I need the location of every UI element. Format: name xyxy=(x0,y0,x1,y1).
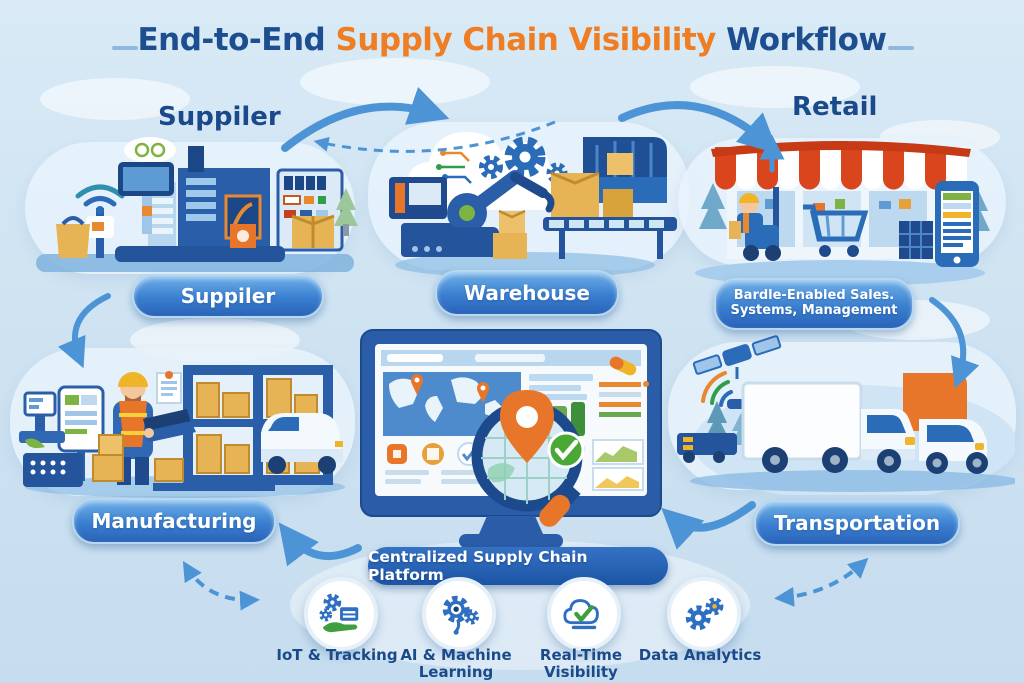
feature-label-iot: IoT & Tracking xyxy=(276,646,398,664)
cloud-decoration xyxy=(300,58,490,106)
title-part-orange: Supply Chain Visibility xyxy=(335,22,717,58)
supplier-heading: Suppiler xyxy=(158,102,281,132)
feature-label-ai: AI & Machine Learning xyxy=(400,646,512,682)
feature-circle-realtime xyxy=(547,577,621,651)
warehouse-pill: Warehouse xyxy=(428,270,619,316)
feature-label-analytics: Data Analytics xyxy=(638,646,762,664)
retail-pill-line2: Systems, Management xyxy=(730,303,898,318)
cloud-check-icon xyxy=(563,599,599,630)
retail-heading: Retail xyxy=(792,92,878,122)
transportation-pill: Transportation xyxy=(747,500,960,546)
title-part-blue2: Workflow xyxy=(715,22,887,58)
feature-label-realtime: Real-Time Visibility xyxy=(539,646,623,682)
dashed-arrow-platform-transportation xyxy=(774,557,869,607)
supplier-pill-label: Suppiler xyxy=(180,283,276,308)
title-part-blue: End-to-End xyxy=(137,22,336,58)
warehouse-automation-scene xyxy=(389,132,677,278)
transportation-trucks-satellite-scene xyxy=(677,335,1015,495)
feature-circle-iot xyxy=(304,577,378,651)
transportation-pill-label: Transportation xyxy=(773,510,941,535)
pill-notch xyxy=(65,505,83,537)
retail-storefront-scene xyxy=(695,141,990,285)
warehouse-pill-label: Warehouse xyxy=(464,280,590,305)
pill-notch xyxy=(707,285,725,323)
manufacturing-pill: Manufacturing xyxy=(65,498,276,544)
title-dash-left xyxy=(112,46,138,50)
feature-circle-analytics xyxy=(667,577,741,651)
dashboard-monitor-magnifier-scene xyxy=(360,329,662,548)
platform-bar-label: Centralized Supply Chain Platform xyxy=(368,548,588,584)
gears-chip-hand-icon xyxy=(319,593,359,633)
retail-pill-line1: Bardle-Enabled Sales. xyxy=(733,288,895,304)
double-gear-icon xyxy=(685,597,724,631)
supplier-factory-scene xyxy=(36,137,358,272)
page-title: End-to-End Supply Chain Visibility Workf… xyxy=(0,22,1024,58)
feature-circle-ai xyxy=(422,577,496,651)
dashed-arrow-manufacturing-platform xyxy=(182,560,260,611)
gear-eye-wrench-icon xyxy=(442,595,480,635)
supplier-pill: Suppiler xyxy=(125,274,324,318)
retail-pill: Bardle-Enabled Sales. Systems, Managemen… xyxy=(707,278,914,330)
title-dash-right xyxy=(888,46,914,50)
arrow-platform-to-manufacturing xyxy=(278,522,362,567)
cloud-decoration xyxy=(690,66,860,108)
manufacturing-pill-label: Manufacturing xyxy=(91,508,257,533)
pill-notch xyxy=(428,277,446,309)
cloud-decoration xyxy=(40,78,190,120)
manufacturing-worker-scene xyxy=(19,365,345,498)
pill-notch xyxy=(747,507,765,539)
arrow-transportation-to-platform xyxy=(661,501,756,550)
centralized-platform-bar: Centralized Supply Chain Platform xyxy=(368,547,668,585)
